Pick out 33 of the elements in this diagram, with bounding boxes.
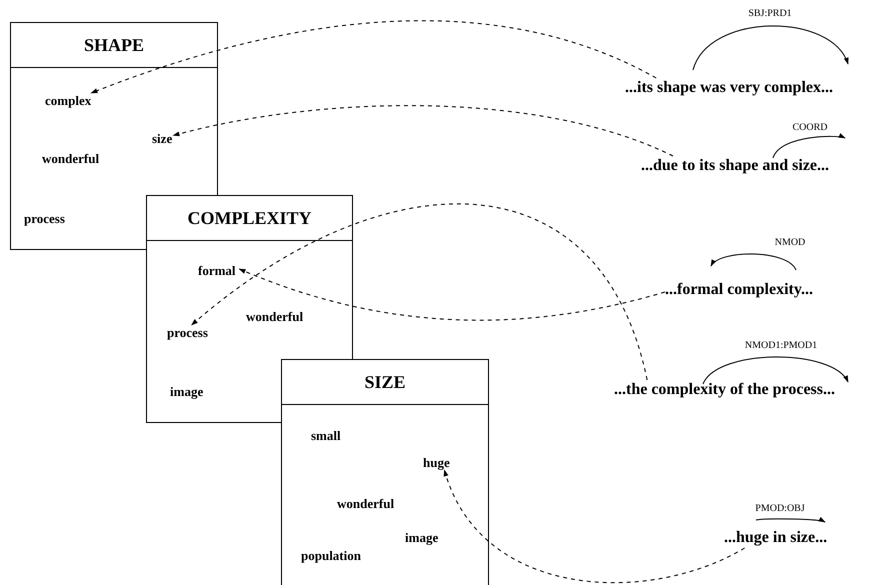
word-label: process — [24, 211, 65, 226]
word-label: formal — [198, 263, 236, 278]
word-label: huge — [423, 455, 450, 470]
word-label: wonderful — [246, 309, 304, 324]
word-label: process — [167, 325, 208, 340]
dashed-arrow — [172, 105, 674, 156]
category-box — [281, 359, 489, 585]
word-label: wonderful — [337, 496, 394, 511]
word-label: wonderful — [42, 151, 100, 166]
word-label: image — [170, 384, 204, 399]
dashed-arrow — [90, 20, 657, 94]
category-box — [146, 195, 353, 423]
relation-label: NMOD1:PMOD1 — [744, 340, 818, 352]
sentence-fragment: ...huge in size... — [724, 528, 828, 548]
relation-label: SBJ:PRD1 — [748, 8, 792, 20]
sentence-fragment: ...its shape was very complex... — [625, 78, 833, 98]
word-label: population — [301, 548, 361, 563]
sentence-fragment: ...the complexity of the process... — [614, 380, 835, 400]
dashed-arrow — [238, 268, 666, 321]
category-title: COMPLEXITY — [187, 208, 312, 228]
category-title: SIZE — [364, 372, 406, 392]
relation-label: NMOD — [774, 237, 806, 249]
word-label: complex — [45, 93, 92, 108]
sentence-fragment: ...due to its shape and size... — [641, 156, 830, 176]
dashed-arrow — [191, 204, 648, 380]
relation-label: PMOD:OBJ — [755, 503, 805, 515]
word-label: size — [152, 131, 172, 146]
sentence-fragment: ...formal complexity... — [665, 280, 813, 300]
relation-label: COORD — [792, 122, 828, 134]
word-label: small — [311, 428, 341, 443]
word-label: image — [405, 530, 438, 545]
category-title: SHAPE — [84, 35, 144, 55]
dashed-arrow — [444, 469, 746, 583]
